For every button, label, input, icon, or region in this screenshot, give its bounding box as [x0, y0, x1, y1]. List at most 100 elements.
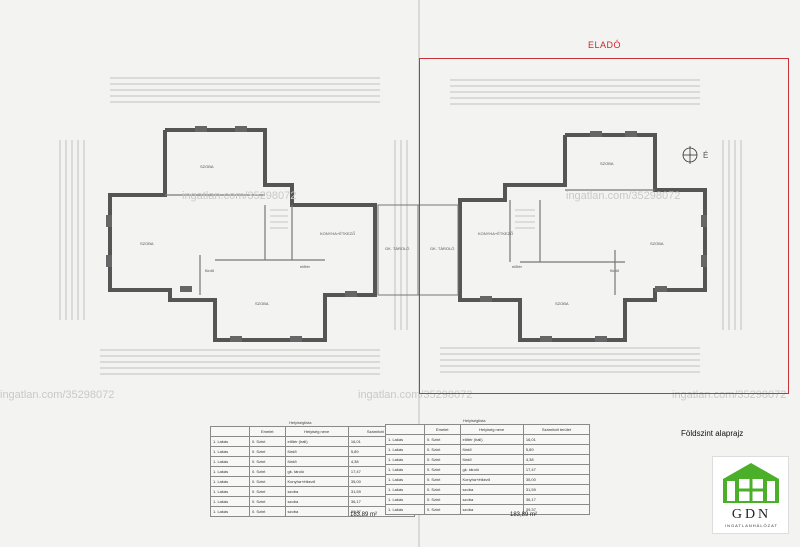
table-cell: 1. Lakás [210, 446, 250, 457]
table-cell: 36,17 [522, 494, 591, 505]
for-sale-outline [419, 58, 789, 394]
table-cell: 0. Szint [423, 504, 461, 515]
table-cell: 0. Szint [423, 484, 461, 495]
table-cell: 0. Szint [423, 444, 461, 455]
table-cell: szoba [459, 484, 524, 495]
table-total: 183,89 m² [510, 512, 538, 518]
watermark: ingatlan.com/35298072 [672, 389, 787, 401]
room-label: fürdő [610, 268, 620, 273]
table-header-cell: Helyiség neve [284, 426, 349, 437]
table-cell: 16,01 [522, 434, 591, 445]
table-cell: 35,00 [522, 474, 591, 485]
room-label: SZOBA [555, 301, 569, 306]
watermark: ingatlan.com/35298072 [566, 190, 681, 202]
table-cell: 0. Szint [423, 454, 461, 465]
table-title: Helyiséglista [463, 418, 486, 423]
table-cell: 1. Lakás [210, 476, 250, 487]
table-cell: Konyha+étkező [459, 474, 524, 485]
table-cell: 1. Lakás [385, 504, 425, 515]
table-cell: szoba [284, 506, 349, 517]
room-label: SZOBA [255, 301, 269, 306]
table-cell: előtér (hall) [284, 436, 349, 447]
table-cell: 1. Lakás [385, 484, 425, 495]
table-cell: 1. Lakás [210, 496, 250, 507]
room-label: SZOBA [200, 164, 214, 169]
table-total: 183,89 m² [350, 512, 378, 518]
table-cell: 1. Lakás [385, 474, 425, 485]
table-cell: 0. Szint [248, 446, 286, 457]
table-cell: 4,38 [522, 454, 591, 465]
table-cell: 1. Lakás [385, 454, 425, 465]
table-cell: 1. Lakás [385, 434, 425, 445]
table-header-cell: Emelet [248, 426, 286, 437]
table-cell: 0. Szint [423, 434, 461, 445]
table-cell: szoba [459, 494, 524, 505]
table-header-cell [385, 424, 425, 435]
table-cell: 0. Szint [248, 496, 286, 507]
watermark: ingatlan.com/35298072 [358, 389, 473, 401]
house-logo-icon [723, 463, 779, 503]
table-cell: fürdő [284, 456, 349, 467]
table-cell: gk. tároló [284, 466, 349, 477]
table-cell: 0. Szint [248, 466, 286, 477]
room-label: előtér [512, 264, 523, 269]
table-title: Helyiséglista [289, 420, 312, 425]
brand-name: GDN [731, 507, 772, 522]
room-label: GK. TÁROLÓ [430, 246, 454, 251]
table-header-cell: Emelet [423, 424, 461, 435]
table-cell: 0. Szint [248, 486, 286, 497]
room-label: SZOBA [600, 161, 614, 166]
table-cell: 1. Lakás [210, 486, 250, 497]
table-cell: Konyha+étkező [284, 476, 349, 487]
table-cell: 1. Lakás [385, 464, 425, 475]
table-cell: 0. Szint [248, 476, 286, 487]
room-label: fürdő [205, 268, 215, 273]
table-cell: 39,37 [522, 504, 591, 515]
table-cell: szoba [284, 486, 349, 497]
room-label: GK. TÁROLÓ [385, 246, 409, 251]
table-cell: 1. Lakás [210, 436, 250, 447]
table-cell: fürdő [284, 446, 349, 457]
table-cell: 1. Lakás [210, 466, 250, 477]
table-cell: 31,59 [522, 484, 591, 495]
for-sale-label: ELADÓ [588, 40, 622, 50]
table-cell: gk. tároló [459, 464, 524, 475]
table-cell: fürdő [459, 444, 524, 455]
table-cell: 0. Szint [248, 506, 286, 517]
table-cell: 0. Szint [248, 436, 286, 447]
table-header-cell: Helyiség neve [459, 424, 524, 435]
table-cell: szoba [459, 504, 524, 515]
gdn-logo: GDN INGATLANHÁLÓZAT [712, 456, 789, 534]
room-label: KONYHA+ÉTKEZŐ [320, 231, 355, 236]
table-cell: 0. Szint [423, 494, 461, 505]
watermark: ingatlan.com/35298072 [0, 389, 115, 401]
table-header-cell: Számított terület [522, 424, 591, 435]
table-cell: 0. Szint [423, 474, 461, 485]
table-cell: 0. Szint [248, 456, 286, 467]
room-label: SZOBA [140, 241, 154, 246]
table-cell: szoba [284, 496, 349, 507]
room-label: előtér [300, 264, 311, 269]
table-cell: 1. Lakás [385, 444, 425, 455]
brand-subtitle: INGATLANHÁLÓZAT [725, 523, 778, 528]
room-label: SZOBA [650, 241, 664, 246]
table-cell: 17,47 [522, 464, 591, 475]
